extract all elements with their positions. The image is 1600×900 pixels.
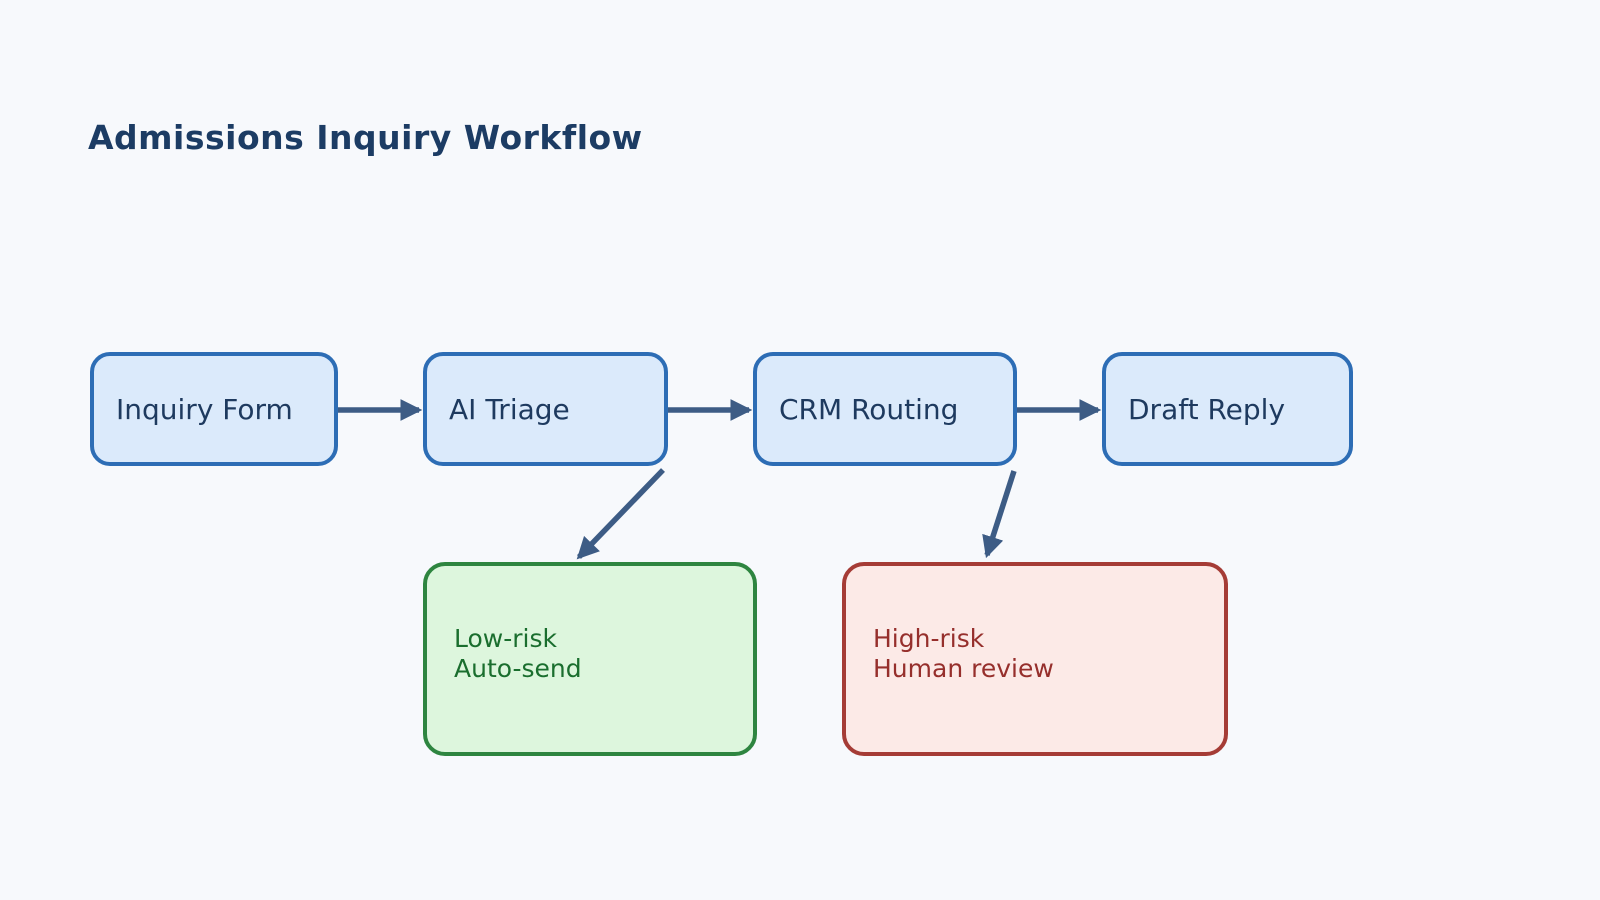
high-risk-label-line1: High-risk <box>873 624 985 653</box>
high-risk-label-line2: Human review <box>873 654 1054 683</box>
node-ai-triage: AI Triage <box>423 352 668 466</box>
node-inquiry-form: Inquiry Form <box>90 352 338 466</box>
arrow-triage-to-lowrisk <box>576 468 665 560</box>
node-crm-routing: CRM Routing <box>753 352 1017 466</box>
low-risk-label-line1: Low-risk <box>454 624 557 653</box>
node-ai-triage-label: AI Triage <box>449 392 570 426</box>
node-low-risk-auto-send: Low-risk Auto-send <box>423 562 757 756</box>
node-high-risk-human-review: High-risk Human review <box>842 562 1228 756</box>
node-draft-reply-label: Draft Reply <box>1128 392 1286 426</box>
arrow-crm-to-highrisk <box>982 470 1017 559</box>
node-draft-reply: Draft Reply <box>1102 352 1353 466</box>
low-risk-label-line2: Auto-send <box>454 654 582 683</box>
node-inquiry-form-label: Inquiry Form <box>116 392 293 426</box>
node-crm-routing-label: CRM Routing <box>779 392 959 426</box>
diagram-title: Admissions Inquiry Workflow <box>88 118 643 157</box>
